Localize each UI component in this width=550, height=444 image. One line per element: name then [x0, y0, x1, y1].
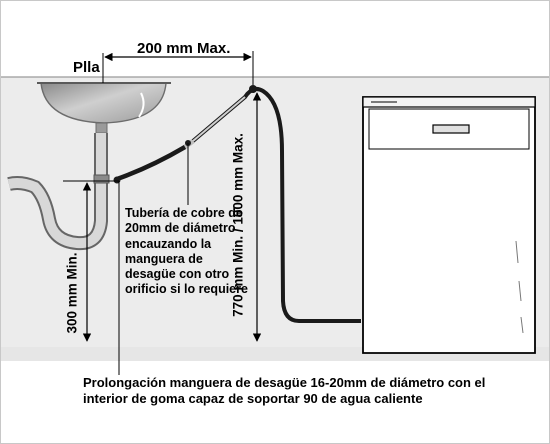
sink-highlight: [138, 92, 145, 118]
min-height-label: 300 mm Min.: [64, 252, 80, 334]
trap-connector: [93, 174, 110, 184]
drain-nut: [95, 122, 108, 134]
dishwasher-shading: [515, 240, 524, 334]
sink-label: Plla: [73, 59, 100, 76]
hose-extension: [116, 145, 187, 182]
horizontal-max-label: 200 mm Max.: [137, 40, 231, 57]
extension-note: Prolongación manguera de desagüe 16-20mm…: [83, 375, 486, 406]
height-range-label: 770 mm Min. / 1000 mm Max.: [230, 133, 246, 317]
hose-top-point: [249, 85, 257, 93]
hose-highlight: [192, 96, 246, 142]
dishwasher-top: [362, 96, 536, 108]
p-trap-inner: [7, 133, 106, 249]
pipe-note: Tubería de cobre de 20mm de diámetro enc…: [125, 206, 248, 297]
dishwasher-handle: [432, 124, 470, 134]
